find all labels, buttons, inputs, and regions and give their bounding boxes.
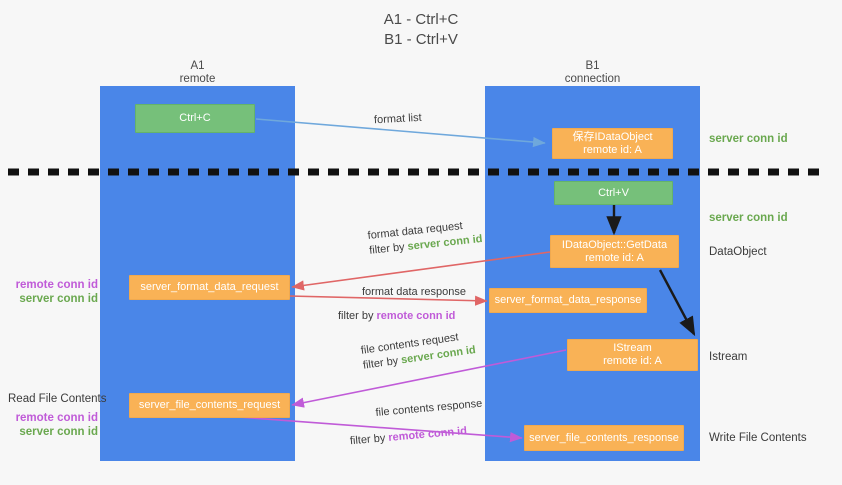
title-line-2: B1 - Ctrl+V [384, 31, 458, 48]
edge-label-format-list-text: format list [373, 111, 422, 127]
edge-label-format-data-response: format data response filter by remote co… [338, 285, 466, 324]
node-istream[interactable]: IStream remote id: A [567, 339, 698, 371]
node-save-idataobject-line2: remote id: A [583, 143, 642, 156]
label-remote-conn-id-2: remote conn id [15, 412, 98, 424]
column-a1-name: A1 [190, 60, 205, 72]
edge-format-list [255, 118, 546, 148]
label-server-conn-id-2: server conn id [19, 426, 98, 438]
node-server-file-contents-request[interactable]: server_file_contents_request [129, 393, 290, 418]
edge-getdata-to-istream [658, 269, 696, 337]
node-server-file-contents-response[interactable]: server_file_contents_response [524, 425, 684, 451]
column-b1-name: B1 [585, 60, 600, 72]
filter-prefix: filter by [368, 240, 409, 257]
label-istream: Istream [709, 351, 748, 363]
label-remote-conn-id-1: remote conn id [15, 279, 98, 291]
edge-format-data-request [291, 251, 551, 291]
label-server-conn-id-second: server conn id [709, 212, 788, 224]
node-istream-line2: remote id: A [603, 355, 662, 367]
edge-label-format-list: format list [374, 111, 422, 128]
label-server-conn-id-1: server conn id [19, 293, 98, 305]
node-idataobject-getdata[interactable]: IDataObject::GetData remote id: A [550, 235, 679, 268]
node-server-format-data-response-label: server_format_data_response [494, 294, 642, 306]
column-header-b1: B1 connection [485, 60, 700, 86]
filter-prefix: filter by [362, 354, 403, 372]
label-read-file-contents: Read File Contents [8, 393, 107, 405]
node-save-idataobject-line1: 保存IDataObject [572, 130, 653, 143]
column-header-a1: A1 remote [100, 60, 295, 86]
label-group-conn-ids-1: remote conn id server conn id [10, 278, 98, 306]
label-group-conn-ids-2: remote conn id server conn id [10, 411, 98, 439]
title-line-1: A1 - Ctrl+C [383, 11, 459, 28]
column-b1-sub: connection [564, 73, 621, 85]
label-write-file-contents: Write File Contents [709, 432, 807, 444]
column-a1-sub: remote [179, 73, 216, 85]
node-ctrl-v-label: Ctrl+V [598, 186, 629, 199]
edge-file-contents-request [291, 349, 567, 408]
node-server-file-contents-request-label: server_file_contents_request [138, 399, 281, 411]
label-server-conn-id-top: server conn id [709, 133, 788, 145]
filter-prefix: filter by [338, 310, 377, 322]
node-idataobject-getdata-line1: IDataObject::GetData [561, 238, 668, 251]
filter-value-remote-conn-id: remote conn id [376, 310, 456, 322]
node-ctrl-v[interactable]: Ctrl+V [554, 181, 673, 205]
node-server-format-data-request-label: server_format_data_request [140, 281, 279, 293]
node-ctrl-c-label: Ctrl+C [179, 112, 211, 124]
edge-label-format-data-response-filter: filter by remote conn id [338, 309, 466, 324]
node-istream-line1: IStream [613, 342, 652, 354]
node-server-format-data-request[interactable]: server_format_data_request [129, 275, 290, 300]
edge-label-format-data-response-line1: format data response [362, 286, 466, 298]
node-server-file-contents-response-label: server_file_contents_response [529, 431, 679, 444]
node-ctrl-c[interactable]: Ctrl+C [135, 104, 255, 133]
label-dataobject: DataObject [709, 246, 767, 258]
node-idataobject-getdata-line2: remote id: A [585, 251, 644, 264]
node-server-format-data-response[interactable]: server_format_data_response [489, 288, 647, 313]
node-save-idataobject[interactable]: 保存IDataObject remote id: A [552, 128, 673, 159]
diagram-title: A1 - Ctrl+C B1 - Ctrl+V [0, 10, 842, 50]
filter-prefix: filter by [349, 431, 389, 448]
